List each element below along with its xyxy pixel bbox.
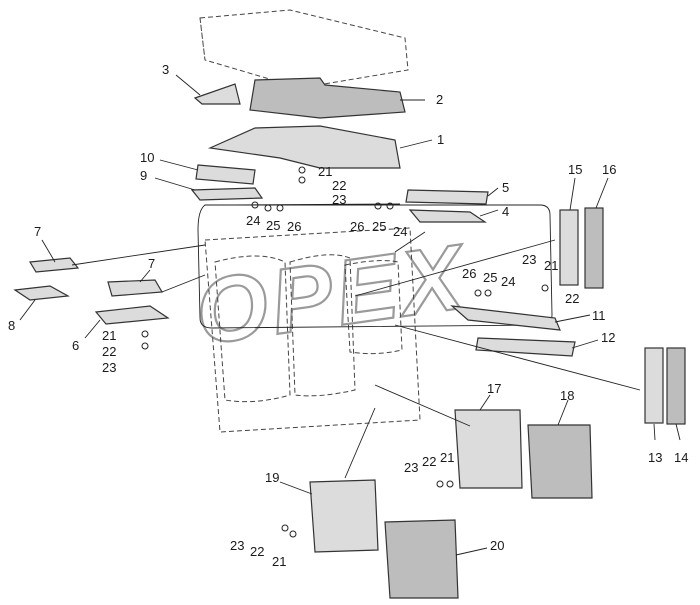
callout-9: 9 (140, 168, 147, 183)
callout-24-mid: 24 (393, 224, 407, 239)
callout-8: 8 (8, 318, 15, 333)
callout-13: 13 (648, 450, 662, 465)
part-5-strip (405, 189, 489, 205)
part-15-vertical-panel (559, 209, 579, 286)
callout-3: 3 (162, 62, 169, 77)
callout-7-upper: 7 (34, 224, 41, 239)
callout-24-right: 24 (501, 274, 515, 289)
callout-4: 4 (502, 204, 509, 219)
part-4-bracket (408, 209, 487, 223)
part-13-vertical-panel (644, 347, 664, 424)
callout-26-mid: 26 (350, 219, 364, 234)
callout-19: 19 (265, 470, 279, 485)
callout-labels: 1 2 3 4 5 6 7 7 8 9 10 11 12 13 14 15 16… (8, 62, 688, 569)
part-12-strip (475, 337, 576, 357)
callout-26-right: 26 (462, 266, 476, 281)
part-20-foam-panel (384, 519, 459, 599)
callout-23-bottom: 23 (230, 538, 244, 553)
part-11-rail (450, 305, 561, 331)
callout-23-left: 23 (102, 360, 116, 375)
callout-6: 6 (72, 338, 79, 353)
part-16-vertical-foam (584, 207, 604, 289)
callout-22-right: 22 (565, 291, 579, 306)
callout-22-lower: 22 (422, 454, 436, 469)
callout-21-left: 21 (102, 328, 116, 343)
part-6-bracket (94, 305, 170, 325)
part-7-upper-pad (28, 257, 80, 273)
callout-18: 18 (560, 388, 574, 403)
callout-2: 2 (436, 92, 443, 107)
part-10-strip (195, 164, 256, 185)
cab-roof-outline (199, 9, 409, 89)
callout-25-mid: 25 (372, 219, 386, 234)
callout-21-bottom: 21 (272, 554, 286, 569)
cab-window-left (214, 255, 291, 403)
callout-1: 1 (437, 132, 444, 147)
callout-22-top: 22 (332, 178, 346, 193)
callout-17: 17 (487, 381, 501, 396)
part-18-foam-panel (527, 424, 593, 499)
leader-lines (19, 74, 681, 556)
part-1-perforated-panel (207, 125, 401, 169)
cab-rear-outline (204, 227, 421, 433)
callout-11: 11 (592, 308, 606, 323)
callout-22-bottom: 22 (250, 544, 264, 559)
callout-5: 5 (502, 180, 509, 195)
part-8-bracket (13, 285, 70, 301)
callout-21-lower: 21 (440, 450, 454, 465)
callout-23-top: 23 (332, 192, 346, 207)
callout-10: 10 (140, 150, 154, 165)
part-9-bracket (190, 187, 264, 201)
callout-12: 12 (601, 330, 615, 345)
callout-20: 20 (490, 538, 504, 553)
callout-7-lower: 7 (148, 256, 155, 271)
part-17-perforated-panel (454, 409, 523, 489)
part-19-perforated-panel (309, 479, 379, 553)
callout-23-right: 23 (522, 252, 536, 267)
callout-23-lower: 23 (404, 460, 418, 475)
callout-21-right: 21 (544, 258, 558, 273)
part-3-wedge (193, 83, 241, 105)
callout-21-top: 21 (318, 164, 332, 179)
cab-window-right (289, 254, 356, 397)
callout-16: 16 (602, 162, 616, 177)
callout-25-left: 25 (266, 218, 280, 233)
part-7-lower-pad (107, 279, 163, 297)
fasteners (141, 166, 549, 538)
callout-15: 15 (568, 162, 582, 177)
callout-26-left: 26 (287, 219, 301, 234)
callout-25-right: 25 (483, 270, 497, 285)
callout-24-left: 24 (246, 213, 260, 228)
part-2-roof-insulation (249, 77, 406, 119)
callout-14: 14 (674, 450, 688, 465)
callout-22-left: 22 (102, 344, 116, 359)
watermark-text: OPEX (190, 226, 474, 365)
part-14-vertical-foam (666, 347, 686, 425)
